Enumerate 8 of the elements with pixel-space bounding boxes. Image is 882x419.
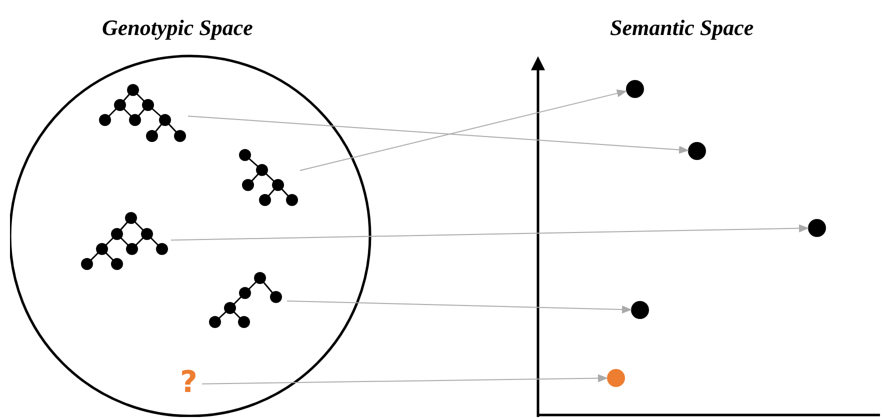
arrow bbox=[170, 224, 809, 241]
arrow bbox=[202, 374, 608, 384]
space-heading: Semantic Space bbox=[610, 15, 754, 41]
question-mark: ? bbox=[180, 366, 198, 400]
arrow bbox=[300, 89, 627, 171]
arrow bbox=[188, 116, 689, 154]
space-heading: Genotypic Space bbox=[102, 15, 253, 41]
arrow bbox=[286, 300, 632, 314]
